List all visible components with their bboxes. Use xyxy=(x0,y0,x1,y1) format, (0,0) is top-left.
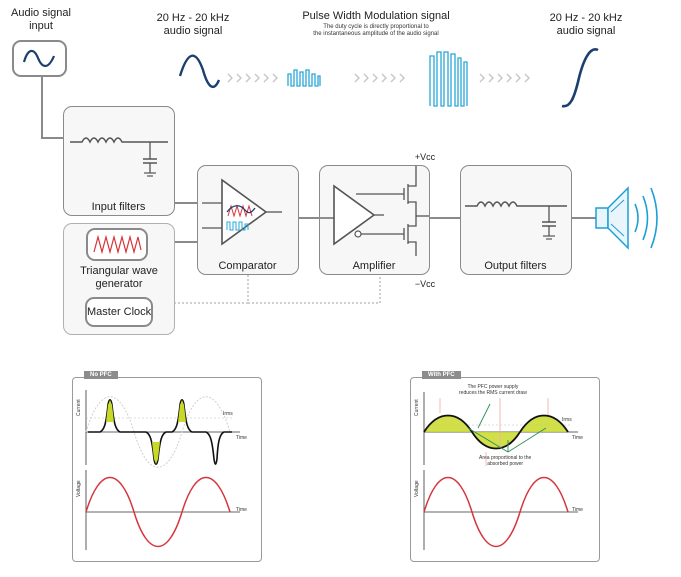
with-pfc-chart xyxy=(410,377,600,562)
input-filters-block: Input filters xyxy=(63,106,175,216)
no-pfc-irms: Irms xyxy=(223,411,233,417)
with-pfc-xlabel-2: Time xyxy=(572,507,583,513)
pwm-title: Pulse Width Modulation signal xyxy=(302,10,450,22)
lc-filter-icon-out xyxy=(465,201,567,240)
pwm-note: The duty cycle is directly proportional … xyxy=(313,24,439,37)
input-filters-label: Input filters xyxy=(91,201,146,213)
chevrons-1 xyxy=(227,73,278,83)
master-clock-label: Master Clock xyxy=(87,306,152,318)
vcc-neg-label: −Vcc xyxy=(414,279,436,289)
master-clock-box: Master Clock xyxy=(85,297,153,327)
amplifier-block: Amplifier xyxy=(319,165,430,275)
output-filters-block: Output filters xyxy=(460,165,572,275)
no-pfc-xlabel-2: Time xyxy=(236,507,247,513)
no-pfc-chart xyxy=(72,377,262,562)
no-pfc-tag: No PFC xyxy=(84,371,118,379)
pwm-large xyxy=(429,51,468,107)
vcc-pos-label: +Vcc xyxy=(414,152,436,162)
chevrons-2 xyxy=(354,73,405,83)
with-pfc-tag: With PFC xyxy=(422,371,461,379)
audio-wave-large xyxy=(561,48,599,108)
with-pfc-xlabel-1: Time xyxy=(572,435,583,441)
audio-wave-small xyxy=(178,54,221,89)
with-pfc-ylabel-current: Current xyxy=(414,399,420,416)
triangle-wave-box xyxy=(86,228,148,261)
comparator-label: Comparator xyxy=(218,260,277,272)
amplifier-icon xyxy=(320,166,429,256)
amplifier-label: Amplifier xyxy=(352,260,396,272)
audio-input-box xyxy=(12,40,67,77)
speaker-icon xyxy=(595,186,658,250)
output-filters-label: Output filters xyxy=(484,260,547,272)
triangle-wave-icon xyxy=(93,234,142,255)
no-pfc-xlabel-1: Time xyxy=(236,435,247,441)
with-pfc-irms: Irms xyxy=(562,417,572,423)
sine-icon xyxy=(22,49,56,68)
lc-filter-icon xyxy=(70,137,168,177)
chevrons-3 xyxy=(479,73,530,83)
pwm-small xyxy=(287,69,321,87)
with-pfc-ylabel-voltage: Voltage xyxy=(414,480,420,497)
comparator-block: Comparator xyxy=(197,165,299,275)
comparator-icon xyxy=(202,178,282,246)
